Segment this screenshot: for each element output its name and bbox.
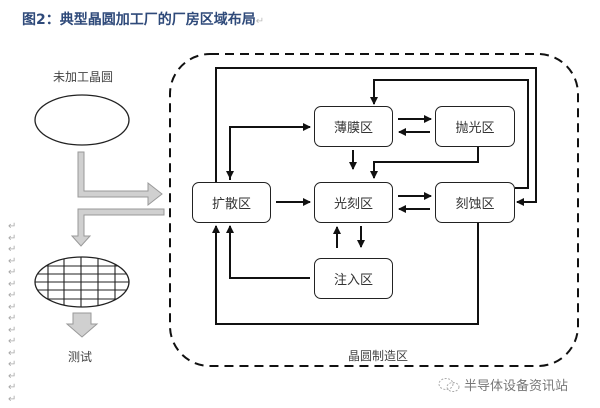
- paragraph-mark: ↵: [8, 336, 17, 347]
- etching-zone: 刻蚀区: [435, 182, 515, 223]
- paragraph-mark: ↵: [8, 290, 17, 301]
- input-arrow: [77, 151, 163, 207]
- paragraph-mark: ↵: [8, 221, 17, 232]
- raw-wafer-label: 未加工晶圆: [53, 70, 114, 84]
- arrow-etching-to-diffusion: [212, 222, 479, 325]
- arrow-etching-to-thinfilm: [370, 79, 529, 189]
- processed-wafer-grid: [34, 256, 130, 308]
- paragraph-mark: ↵: [8, 301, 17, 313]
- paragraph-mark: ↵: [8, 393, 17, 405]
- paragraph-mark: ↵: [8, 244, 17, 255]
- paragraph-mark: ↵: [8, 278, 17, 290]
- test-label: 测试: [68, 350, 93, 364]
- paragraph-mark: ↵: [8, 359, 17, 370]
- watermark: 半导体设备资讯站: [438, 375, 568, 394]
- fab-zone-label: 晶圆制造区: [348, 349, 409, 363]
- polishing-zone: 抛光区: [435, 106, 515, 147]
- implant-zone: 注入区: [314, 258, 393, 299]
- figure-title-text: 图2：典型晶圆加工厂的厂房区域布局: [22, 12, 256, 28]
- paragraph-mark: ↵: [8, 347, 17, 359]
- fab-zone-boundary: [169, 53, 579, 367]
- test-arrow: [65, 312, 99, 338]
- paragraph-mark: ↵: [8, 370, 17, 382]
- watermark-text: 半导体设备资讯站: [464, 379, 569, 394]
- arrow-diffusion-to-thinfilm: [229, 123, 311, 180]
- paragraph-mark: ↵: [8, 324, 17, 336]
- paragraph-mark: ↵: [255, 16, 265, 27]
- arrow-implant-to-diffusion: [226, 225, 310, 279]
- paragraph-mark: ↵: [8, 313, 17, 324]
- raw-wafer-ellipse: [34, 94, 130, 146]
- lithography-zone: 光刻区: [314, 182, 393, 223]
- paragraph-mark: ↵: [8, 382, 17, 393]
- output-arrow: [70, 208, 165, 247]
- wechat-icon: [438, 377, 460, 392]
- figure-title: 图2：典型晶圆加工厂的厂房区域布局↵: [22, 9, 264, 29]
- paragraph-mark: ↵: [8, 255, 17, 267]
- paragraph-mark: ↵: [8, 267, 17, 278]
- thin-film-zone: 薄膜区: [314, 106, 393, 147]
- diffusion-zone: 扩散区: [192, 182, 271, 223]
- paragraph-mark: ↵: [8, 232, 17, 244]
- arrow-diffusion-to-etching: [215, 67, 537, 206]
- arrow-polishing-to-litho: [370, 146, 479, 179]
